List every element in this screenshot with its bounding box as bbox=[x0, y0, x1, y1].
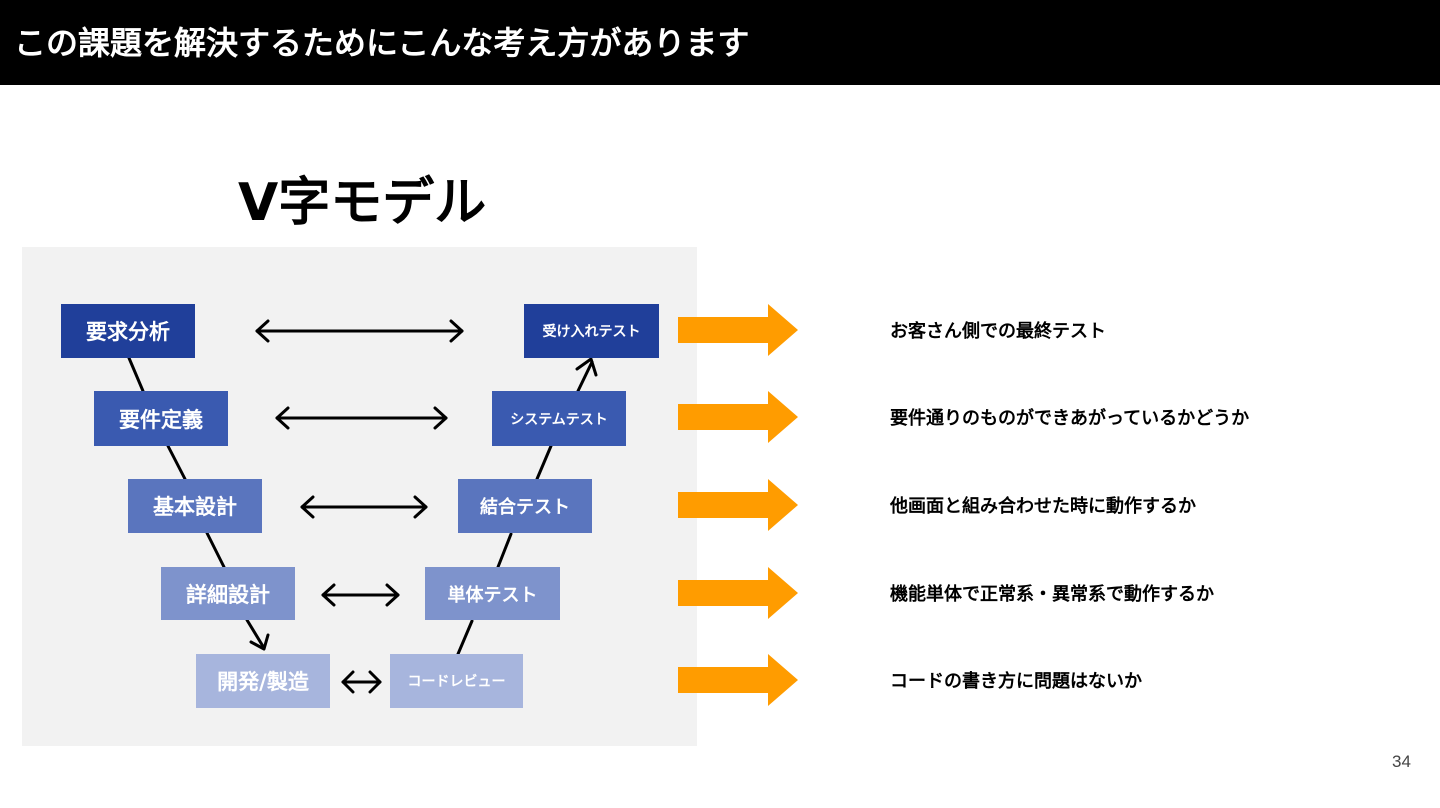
stage-development: 開発/製造 bbox=[196, 654, 330, 708]
orange-arrow-icon bbox=[678, 304, 798, 356]
description-unit-test: 機能単体で正常系・異常系で動作するか bbox=[890, 584, 1214, 605]
stage-system-test: システムテスト bbox=[492, 391, 626, 446]
stage-code-review: コードレビュー bbox=[390, 654, 523, 708]
description-code-review: コードの書き方に問題はないか bbox=[890, 671, 1142, 692]
stage-basic-design: 基本設計 bbox=[128, 479, 262, 533]
description-acceptance-test: お客さん側での最終テスト bbox=[890, 321, 1106, 342]
page-number: 34 bbox=[1392, 752, 1411, 771]
description-integration-test: 他画面と組み合わせた時に動作するか bbox=[890, 496, 1196, 517]
model-title: V字モデル bbox=[238, 173, 487, 233]
stage-unit-test: 単体テスト bbox=[425, 567, 560, 620]
stage-integration-test: 結合テスト bbox=[458, 479, 592, 533]
stage-detailed-design: 詳細設計 bbox=[161, 567, 295, 620]
stage-acceptance-test: 受け入れテスト bbox=[524, 304, 659, 358]
orange-arrow-icon bbox=[678, 391, 798, 443]
header-bar: この課題を解決するためにこんな考え方があります bbox=[0, 0, 1440, 85]
orange-arrow-icon bbox=[678, 567, 798, 619]
stage-requirements-definition: 要件定義 bbox=[94, 391, 228, 446]
description-system-test: 要件通りのものができあがっているかどうか bbox=[890, 408, 1250, 429]
stage-requirements-analysis: 要求分析 bbox=[61, 304, 195, 358]
slide-title: この課題を解決するためにこんな考え方があります bbox=[14, 24, 750, 62]
orange-arrow-icon bbox=[678, 479, 798, 531]
orange-arrow-icon bbox=[678, 654, 798, 706]
